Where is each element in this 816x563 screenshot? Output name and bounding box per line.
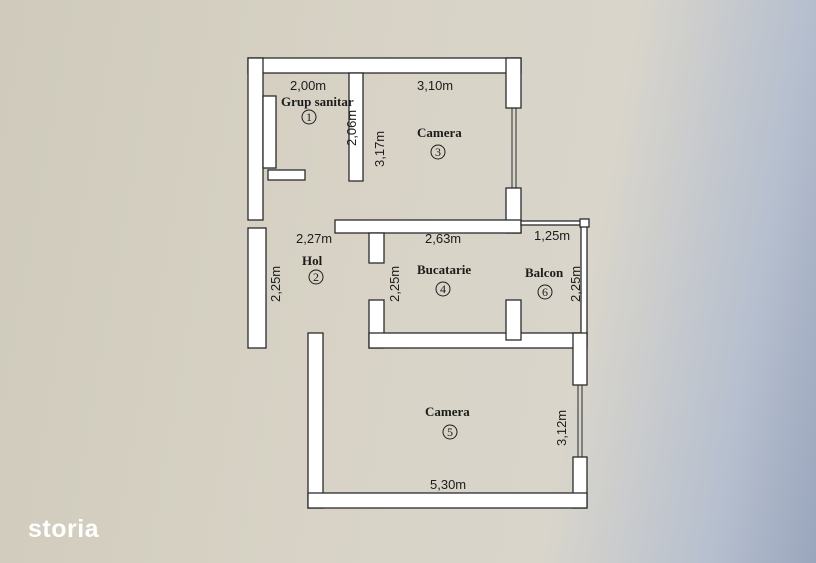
dim-kitchen-width: 2,63m <box>425 231 461 246</box>
dim-kitchen-height: 2,25m <box>387 266 402 302</box>
room-number-room5: 5 <box>447 425 453 439</box>
dim-balcony-height: 2,25m <box>568 266 583 302</box>
walls <box>247 57 590 509</box>
room-number-balcony: 6 <box>542 285 548 299</box>
storia-logo: storia <box>28 515 100 543</box>
wall-kitchen-stub <box>368 232 385 264</box>
room-name-balcony: Balcon <box>525 265 564 280</box>
room-number-bath: 1 <box>306 110 312 124</box>
wall-right-upper <box>505 57 522 109</box>
windows <box>511 108 583 457</box>
room-labels: Grup sanitar 1 Hol 2 Camera 3 Bucatarie … <box>281 94 564 440</box>
dim-bath-width: 2,00m <box>290 78 326 93</box>
wall-room5-bottom <box>307 492 588 509</box>
wall-left-upper <box>247 57 264 221</box>
room-number-room3: 3 <box>435 145 441 159</box>
dim-hall-width: 2,27m <box>296 231 332 246</box>
wall-room5-left <box>307 332 324 509</box>
balcony-corner <box>579 218 590 228</box>
dim-room3-height: 3,17m <box>372 131 387 167</box>
wall-room5-right-upper <box>572 332 588 386</box>
dim-room5-height: 3,12m <box>554 410 569 446</box>
dim-hall-height: 2,25m <box>268 266 283 302</box>
dim-balcony-width: 1,25m <box>534 228 570 243</box>
wall-room3-kitchen <box>334 219 522 234</box>
dim-bath-height: 2,06m <box>344 110 359 146</box>
wall-bath-room3 <box>348 72 364 182</box>
room-name-hall: Hol <box>302 253 323 268</box>
wall-kitchen-bottom <box>368 332 588 349</box>
room-name-kitchen: Bucatarie <box>417 262 471 277</box>
room-number-hall: 2 <box>313 270 319 284</box>
wall-bath-left <box>262 95 277 169</box>
dimension-labels: 2,00m 2,06m 3,10m 3,17m 2,27m 2,25m 2,63… <box>268 78 583 492</box>
wall-left-lower <box>247 227 267 349</box>
room-number-kitchen: 4 <box>440 282 446 296</box>
room-name-bath: Grup sanitar <box>281 94 354 109</box>
balcony-top <box>520 220 588 226</box>
dim-room5-width: 5,30m <box>430 477 466 492</box>
wall-kitchen-right-lower <box>505 299 522 341</box>
room-name-room3: Camera <box>417 125 462 140</box>
wall-top <box>247 57 522 74</box>
dim-room3-width: 3,10m <box>417 78 453 93</box>
room-name-room5: Camera <box>425 404 470 419</box>
wall-bath-bottom <box>267 169 306 181</box>
